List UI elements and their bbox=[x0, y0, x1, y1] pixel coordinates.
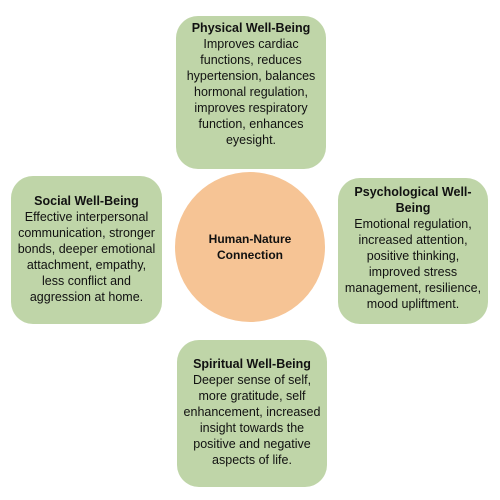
psychological-well-being-title: Psychological Well-Being bbox=[354, 185, 472, 215]
physical-well-being-title: Physical Well-Being bbox=[191, 21, 311, 35]
human-nature-connection-circle: Human-Nature Connection bbox=[175, 172, 325, 322]
social-well-being-card: Social Well-Being Effective interpersona… bbox=[11, 176, 162, 324]
social-well-being-title: Social Well-Being bbox=[34, 194, 139, 208]
psychological-well-being-description: Emotional regulation, increased attentio… bbox=[344, 217, 482, 311]
human-nature-connection-label: Human-Nature Connection bbox=[208, 232, 292, 262]
spiritual-well-being-card: Spiritual Well-Being Deeper sense of sel… bbox=[177, 340, 327, 487]
spiritual-well-being-title: Spiritual Well-Being bbox=[193, 357, 311, 371]
social-well-being-description: Effective interpersonal communication, s… bbox=[17, 210, 156, 304]
spiritual-well-being-description: Deeper sense of self, more gratitude, se… bbox=[183, 373, 321, 467]
physical-well-being-description: Improves cardiac functions, reduces hype… bbox=[186, 37, 316, 147]
physical-well-being-card: Physical Well-Being Improves cardiac fun… bbox=[176, 16, 326, 169]
psychological-well-being-card: Psychological Well-Being Emotional regul… bbox=[338, 178, 488, 324]
